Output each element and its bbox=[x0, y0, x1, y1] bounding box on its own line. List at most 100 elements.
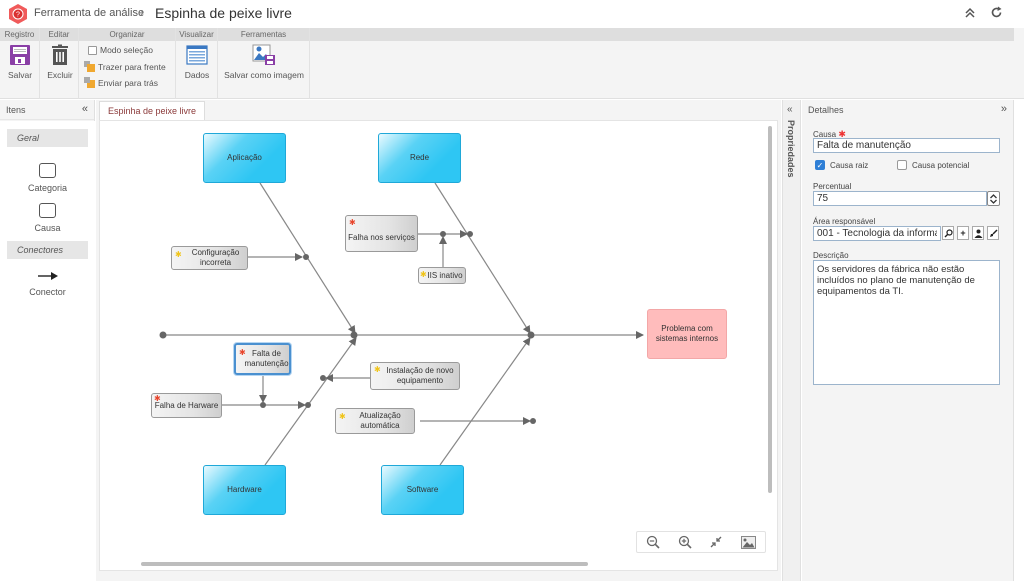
junction-point bbox=[303, 254, 309, 260]
send-to-back-button[interactable]: Enviar para trás bbox=[84, 77, 158, 88]
cause-label: Configuração incorreta bbox=[191, 248, 240, 267]
search-area-button[interactable] bbox=[942, 226, 954, 240]
clear-area-button[interactable] bbox=[987, 226, 999, 240]
category-label: Aplicação bbox=[227, 153, 262, 162]
breadcrumb-parent[interactable]: Ferramenta de análise bbox=[34, 7, 145, 19]
page-title: Espinha de peixe livre bbox=[155, 5, 292, 21]
user-area-button[interactable] bbox=[972, 226, 984, 240]
ribbon-toolbar: Registro Salvar Editar Excluir Organizar… bbox=[0, 28, 1024, 99]
category-node-aplicacao[interactable]: Aplicação bbox=[203, 133, 286, 183]
vertical-scrollbar[interactable] bbox=[768, 126, 772, 493]
save-as-image-label: Salvar como imagem bbox=[224, 70, 304, 80]
problem-node[interactable]: Problema com sistemas internos bbox=[647, 309, 727, 359]
add-area-button[interactable]: + bbox=[957, 226, 969, 240]
ribbon-group-visualizar: Visualizar Dados bbox=[176, 28, 218, 99]
connector-layer bbox=[159, 182, 644, 466]
area-label: Área responsável bbox=[813, 217, 876, 226]
palette-item-label: Categoria bbox=[27, 183, 68, 193]
palette-item-categoria[interactable]: Categoria bbox=[0, 163, 95, 193]
properties-strip: « Propriedades bbox=[782, 100, 801, 581]
percentual-stepper[interactable] bbox=[987, 191, 1000, 206]
cause-label: IIS inativo bbox=[427, 270, 463, 280]
causa-label: Causa ✱ bbox=[813, 129, 846, 140]
percentual-input[interactable] bbox=[813, 191, 987, 206]
descricao-textarea[interactable]: Os servidores da fábrica não estão inclu… bbox=[813, 260, 1000, 385]
root-cause-icon: ✱ bbox=[239, 348, 246, 357]
ribbon-header-filler bbox=[310, 28, 1014, 41]
descricao-label: Descrição bbox=[813, 251, 849, 260]
category-node-rede[interactable]: Rede bbox=[378, 133, 461, 183]
cause-label: Instalação de novo equipamento bbox=[386, 366, 454, 385]
junction-point bbox=[260, 402, 266, 408]
app-logo-icon: ? bbox=[9, 4, 27, 24]
causa-potencial-checkbox[interactable]: Causa potencial bbox=[897, 160, 969, 170]
floppy-icon bbox=[10, 45, 30, 65]
eraser-icon bbox=[989, 228, 998, 237]
breadcrumb-separator: › bbox=[140, 5, 144, 19]
data-label: Dados bbox=[184, 70, 210, 80]
cause-node-falha-hardware[interactable]: ✱ Falha de Harware bbox=[151, 393, 222, 418]
potential-cause-icon: ✱ bbox=[175, 250, 182, 259]
bring-to-front-button[interactable]: Trazer para frente bbox=[84, 61, 166, 72]
diagram-area: Espinha de peixe livre bbox=[96, 100, 781, 581]
image-icon[interactable] bbox=[741, 535, 757, 549]
bring-to-front-label: Trazer para frente bbox=[98, 61, 166, 72]
arrow-right-icon bbox=[37, 272, 58, 280]
junction-point bbox=[467, 231, 473, 237]
cause-node-atualizacao[interactable]: ✱ Atualização automática bbox=[335, 408, 415, 434]
junction-point bbox=[320, 375, 326, 381]
collapse-left-icon[interactable]: « bbox=[81, 103, 88, 115]
group-label: Registro bbox=[0, 28, 39, 41]
rectangle-icon bbox=[39, 203, 56, 218]
properties-label[interactable]: Propriedades bbox=[786, 120, 796, 178]
save-as-image-button[interactable]: Salvar como imagem bbox=[222, 44, 306, 80]
palette-item-causa[interactable]: Causa bbox=[0, 203, 95, 233]
section-conectores: Conectores bbox=[7, 241, 88, 259]
refresh-icon[interactable] bbox=[990, 6, 1003, 22]
cause-node-configuracao[interactable]: ✱ Configuração incorreta bbox=[171, 246, 248, 270]
junction-point bbox=[530, 418, 536, 424]
selection-mode-checkbox[interactable]: Modo seleção bbox=[88, 45, 153, 55]
tab-espinha-de-peixe[interactable]: Espinha de peixe livre bbox=[99, 101, 206, 121]
area-input[interactable] bbox=[813, 226, 941, 241]
collapse-up-icon[interactable] bbox=[965, 6, 975, 22]
checkbox-box[interactable] bbox=[88, 45, 97, 55]
collapse-right-icon[interactable]: » bbox=[1000, 103, 1007, 115]
horizontal-scrollbar[interactable] bbox=[141, 562, 588, 566]
junction-point bbox=[305, 402, 311, 408]
category-node-hardware[interactable]: Hardware bbox=[203, 465, 286, 515]
svg-text:?: ? bbox=[16, 12, 20, 19]
zoom-in-icon[interactable] bbox=[678, 535, 692, 549]
fit-icon[interactable] bbox=[709, 535, 723, 549]
cause-node-instalacao[interactable]: ✱ Instalação de novo equipamento bbox=[370, 362, 460, 390]
cause-label: Atualização automática bbox=[359, 411, 401, 430]
potential-cause-icon: ✱ bbox=[420, 270, 427, 279]
bone-hardware bbox=[264, 337, 357, 466]
causa-raiz-checkbox[interactable]: ✓ Causa raiz bbox=[815, 160, 868, 170]
ribbon-group-editar: Editar Excluir bbox=[40, 28, 79, 99]
causa-input[interactable] bbox=[813, 138, 1000, 153]
zoom-out-icon[interactable] bbox=[646, 535, 660, 549]
bone-software bbox=[439, 337, 531, 466]
user-icon bbox=[974, 229, 982, 238]
cause-label: Falta de manutenção bbox=[244, 349, 289, 368]
data-table-icon bbox=[186, 45, 208, 65]
save-button[interactable]: Salvar bbox=[5, 44, 35, 80]
cause-node-falta-manutencao[interactable]: ✱ Falta de manutenção bbox=[234, 343, 291, 375]
checkbox-checked[interactable]: ✓ bbox=[815, 160, 825, 170]
delete-button[interactable]: Excluir bbox=[44, 44, 76, 80]
items-panel-body: Geral Categoria Causa Conectores Conecto… bbox=[0, 121, 95, 581]
diagram-canvas[interactable]: Aplicação Rede Hardware Software Problem… bbox=[99, 120, 778, 571]
root-cause-icon: ✱ bbox=[154, 394, 161, 403]
items-panel-title: Itens bbox=[6, 105, 26, 115]
expand-properties-icon[interactable]: « bbox=[787, 104, 793, 115]
palette-item-label: Conector bbox=[29, 287, 66, 297]
details-panel: Detalhes » Causa ✱ ✓ Causa raiz Causa po… bbox=[802, 100, 1014, 581]
palette-item-conector[interactable]: Conector bbox=[0, 271, 95, 297]
cause-node-iis-inativo[interactable]: ✱ IIS inativo bbox=[418, 267, 466, 284]
checkbox-unchecked[interactable] bbox=[897, 160, 907, 170]
save-label: Salvar bbox=[7, 70, 33, 80]
category-node-software[interactable]: Software bbox=[381, 465, 464, 515]
cause-node-falha-servicos[interactable]: ✱ Falha nos serviços bbox=[345, 215, 418, 252]
data-button[interactable]: Dados bbox=[181, 44, 213, 80]
